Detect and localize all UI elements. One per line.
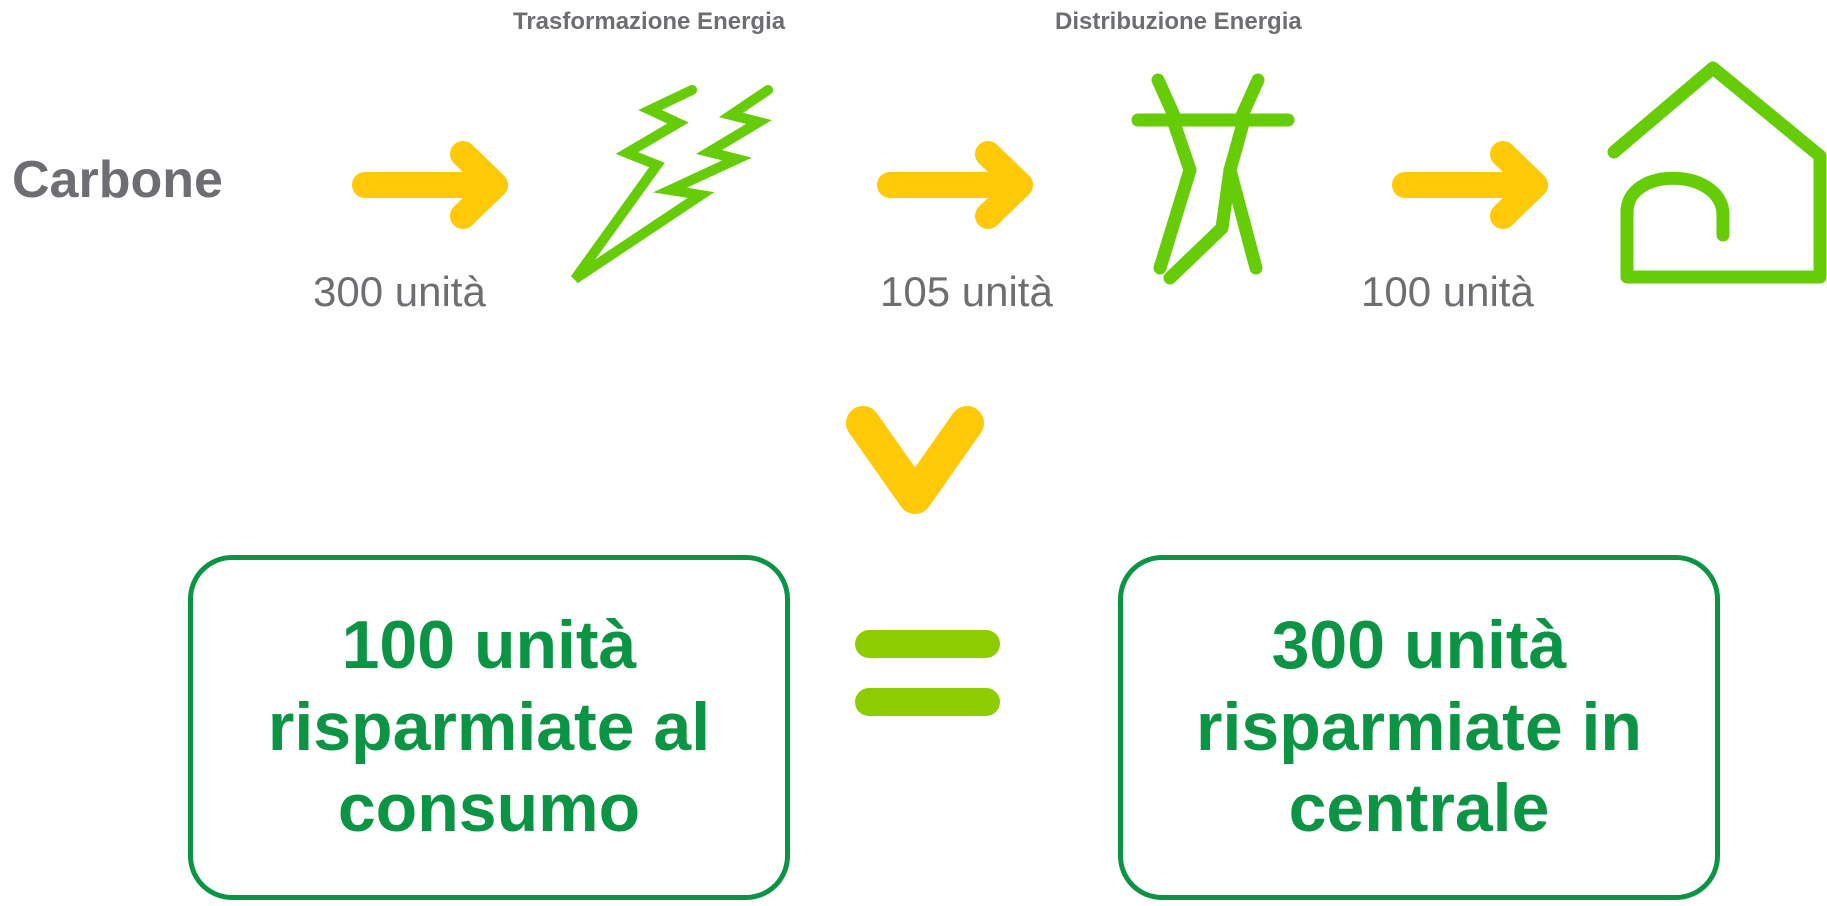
plant-savings-text: 300 unità risparmiate in centrale [1196, 607, 1642, 847]
flow-amount-distributed: 100 unità [1361, 268, 1534, 315]
source-label: Carbone [12, 151, 223, 209]
plant-savings-box: 300 unità risparmiate in centrale [1118, 555, 1720, 900]
transformation-stage-label: Trasformazione Energia [513, 8, 786, 35]
flow-amount-transformed: 105 unità [880, 268, 1053, 315]
arrow-right-icon [1392, 141, 1548, 229]
equals-icon [855, 630, 1000, 716]
distribution-stage-label: Distribuzione Energia [1055, 8, 1302, 35]
consumption-savings-text: 100 unità risparmiate al consumo [267, 607, 711, 847]
flow-amount-coal: 300 unità [313, 268, 486, 315]
arrow-right-icon [352, 141, 508, 229]
consumption-savings-box: 100 unità risparmiate al consumo [188, 555, 790, 900]
chevron-down-icon [846, 406, 984, 514]
arrow-right-icon [877, 141, 1033, 229]
lightning-bolt-icon [570, 85, 773, 284]
house-icon [1607, 61, 1827, 284]
power-pylon-icon [1131, 73, 1295, 285]
